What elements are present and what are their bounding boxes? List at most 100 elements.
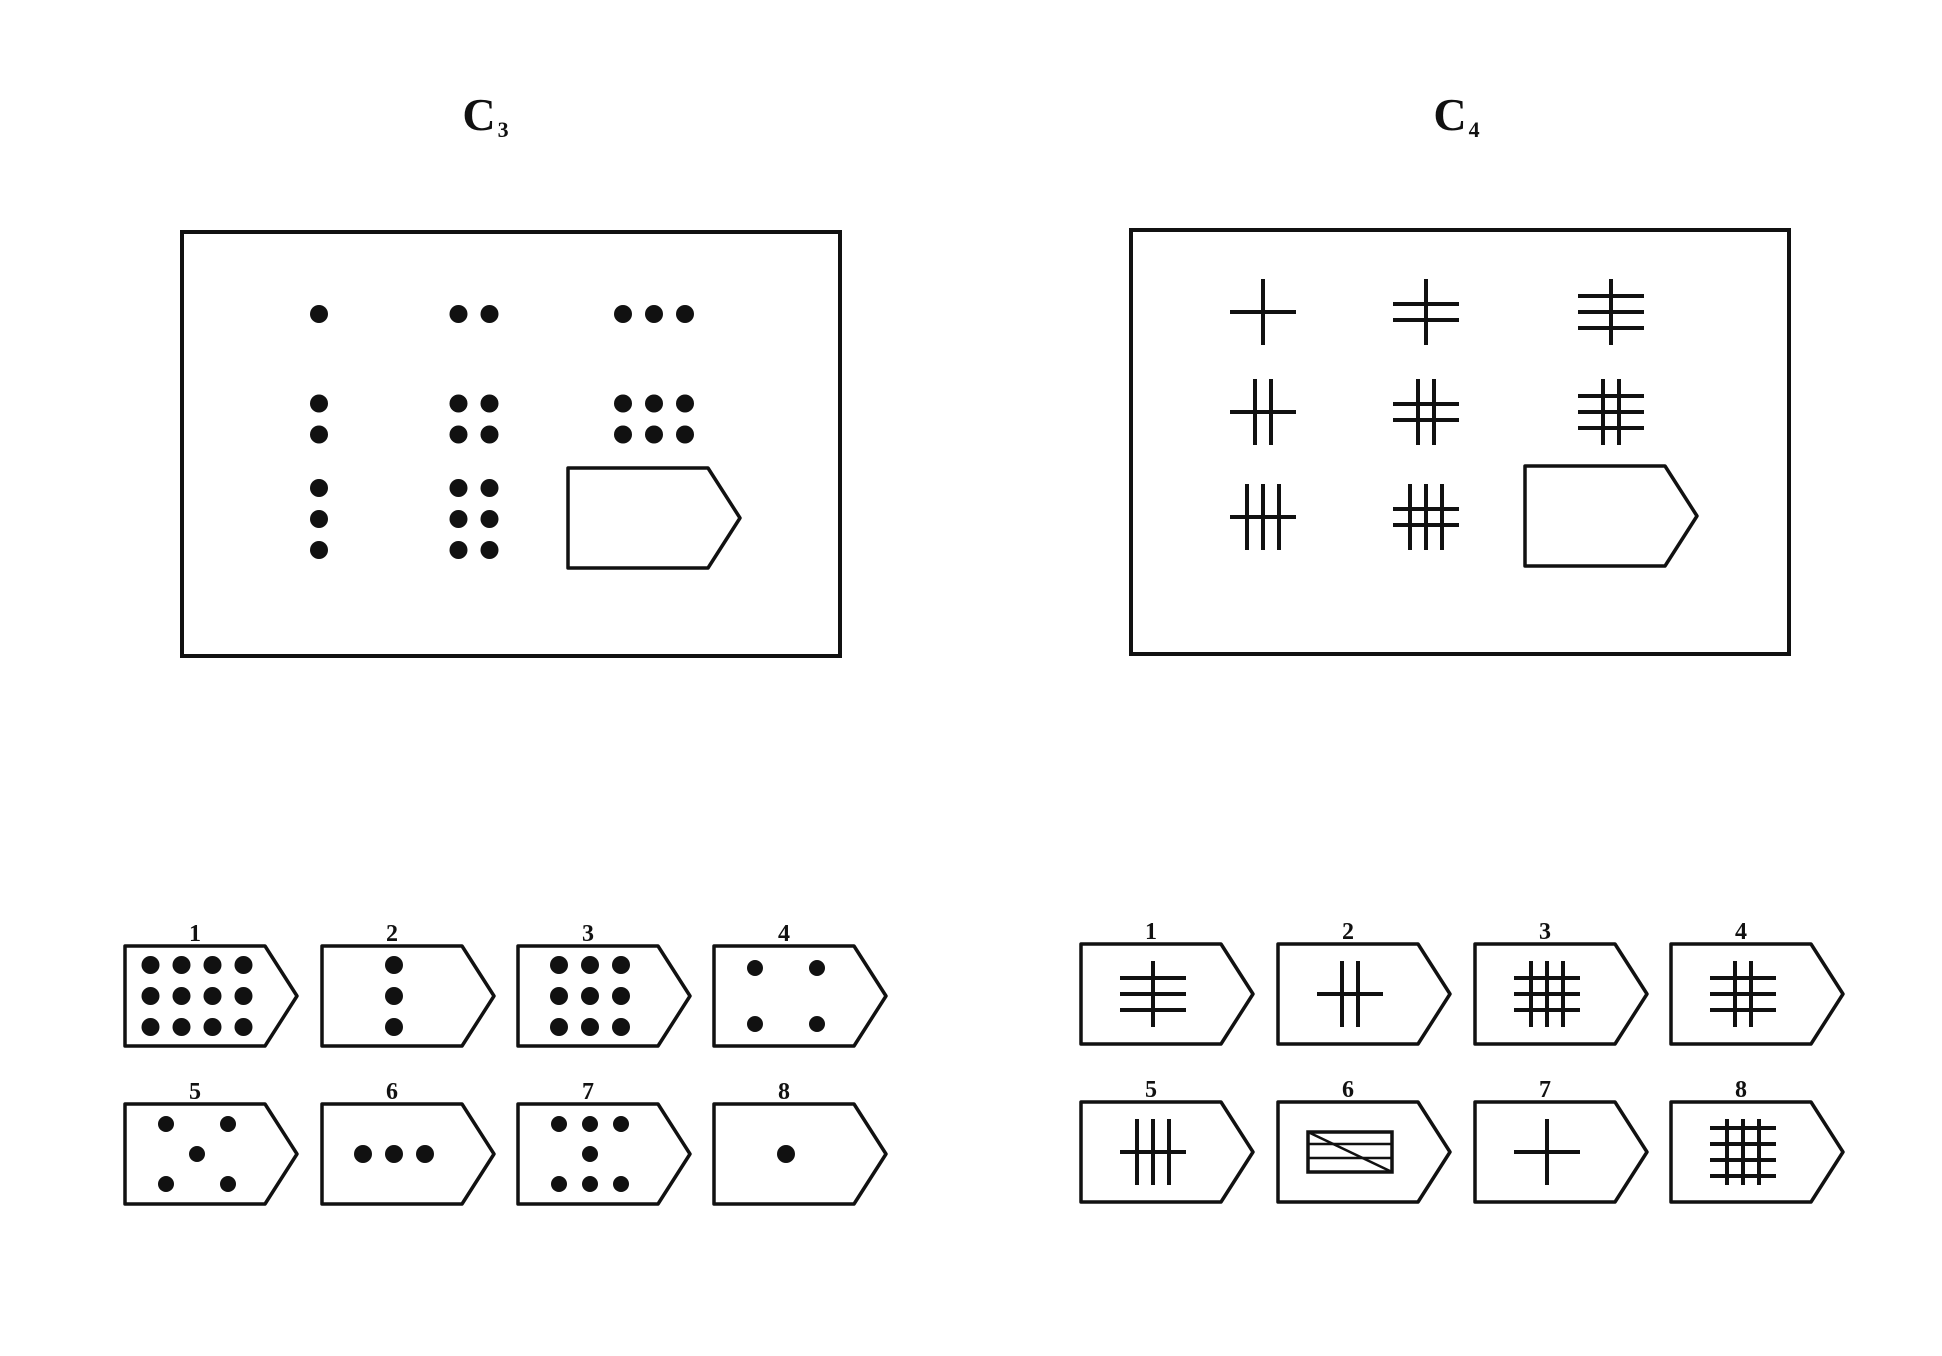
title-letter: C [462, 89, 496, 140]
option-number: 8 [1735, 1077, 1747, 1103]
empty-tag-icon [1523, 464, 1699, 568]
pentagon-tag-shape [566, 466, 742, 570]
dot [310, 479, 328, 497]
dots-figure [614, 305, 694, 323]
answer-tag-icon [320, 944, 496, 1048]
dot [141, 956, 160, 974]
dot [645, 305, 663, 323]
dot [676, 305, 694, 323]
option-number: 5 [189, 1079, 201, 1105]
answer-tag-icon [320, 1102, 496, 1206]
dot [449, 479, 468, 497]
dots-figure [310, 305, 328, 323]
title-subscript: 3 [497, 117, 509, 142]
matrix-cell [1521, 253, 1701, 371]
dot [676, 425, 694, 444]
answer-option-7[interactable]: 7 [516, 1080, 694, 1222]
option-number: 8 [778, 1079, 790, 1105]
matrix-cell [229, 360, 409, 478]
lines-figure [1230, 484, 1296, 550]
dot [158, 1176, 174, 1192]
answer-option-5[interactable]: 5 [1079, 1078, 1257, 1220]
answer-option-8[interactable]: 8 [712, 1080, 890, 1222]
answer-tag-icon [1473, 1100, 1649, 1204]
dots-figure [449, 479, 499, 559]
answer-tag-icon [1079, 942, 1255, 1046]
dot [416, 1145, 434, 1163]
dot [551, 1176, 567, 1192]
matrix-cell [384, 460, 564, 578]
matrix-cell [1336, 353, 1516, 471]
dot [581, 987, 599, 1005]
answer-option-6[interactable]: 6 [320, 1080, 498, 1222]
lines-figure [1230, 279, 1296, 345]
dots-figure [310, 479, 328, 559]
answer-tag-icon [1669, 942, 1845, 1046]
matrix-cell [564, 360, 744, 478]
answer-option-7[interactable]: 7 [1473, 1078, 1651, 1220]
dots-figure [449, 394, 499, 444]
pentagon-tag-shape [712, 944, 888, 1048]
answer-option-4[interactable]: 4 [1669, 920, 1847, 1062]
answer-option-6[interactable]: 6 [1276, 1078, 1454, 1220]
answer-option-4[interactable]: 4 [712, 922, 890, 1064]
option-number: 2 [1342, 919, 1354, 945]
dot [550, 956, 568, 974]
dot [613, 1176, 629, 1192]
dot [614, 425, 632, 444]
dot [449, 510, 468, 528]
option-number: 1 [189, 921, 201, 947]
option-number: 6 [386, 1079, 398, 1105]
answer-option-3[interactable]: 3 [1473, 920, 1651, 1062]
missing-answer-slot[interactable] [564, 460, 744, 578]
dot [310, 394, 328, 413]
dot [480, 394, 499, 413]
dot [172, 987, 191, 1005]
lines-figure [1578, 379, 1644, 445]
matrix-cell [1336, 458, 1516, 576]
lines-figure [1230, 379, 1296, 445]
dot [172, 956, 191, 974]
dot [582, 1116, 598, 1132]
answer-tag-icon [1669, 1100, 1845, 1204]
answer-tag-icon [712, 944, 888, 1048]
dot [612, 1018, 630, 1036]
dot [747, 1016, 763, 1032]
dot [449, 425, 468, 444]
answer-option-1[interactable]: 1 [1079, 920, 1257, 1062]
lines-figure [1578, 279, 1644, 345]
title-subscript: 4 [1468, 117, 1480, 142]
dot [480, 510, 499, 528]
dot [141, 1018, 160, 1036]
answer-option-1[interactable]: 1 [123, 922, 301, 1064]
diagonal-line [1307, 1130, 1393, 1174]
dot [310, 510, 328, 528]
pentagon-tag-shape [516, 1102, 692, 1206]
answer-option-8[interactable]: 8 [1669, 1078, 1847, 1220]
dot [582, 1146, 598, 1162]
dot [449, 394, 468, 413]
option-number: 3 [1539, 919, 1551, 945]
answer-option-5[interactable]: 5 [123, 1080, 301, 1222]
dot [581, 956, 599, 974]
pentagon-tag-shape [516, 944, 692, 1048]
missing-answer-slot[interactable] [1521, 458, 1701, 576]
dot [612, 956, 630, 974]
matrix-cell [1173, 458, 1353, 576]
dot [354, 1145, 372, 1163]
answer-option-2[interactable]: 2 [320, 922, 498, 1064]
pentagon-tag-shape [123, 1102, 299, 1206]
dot [480, 541, 499, 559]
option-number: 4 [1735, 919, 1747, 945]
lines-figure [1393, 484, 1459, 550]
dot [141, 987, 160, 1005]
matrix-cell [384, 360, 564, 478]
answer-option-3[interactable]: 3 [516, 922, 694, 1064]
dot [189, 1146, 205, 1162]
dot [550, 1018, 568, 1036]
answer-option-2[interactable]: 2 [1276, 920, 1454, 1062]
matrix-cell [564, 255, 744, 373]
dot [480, 305, 499, 323]
